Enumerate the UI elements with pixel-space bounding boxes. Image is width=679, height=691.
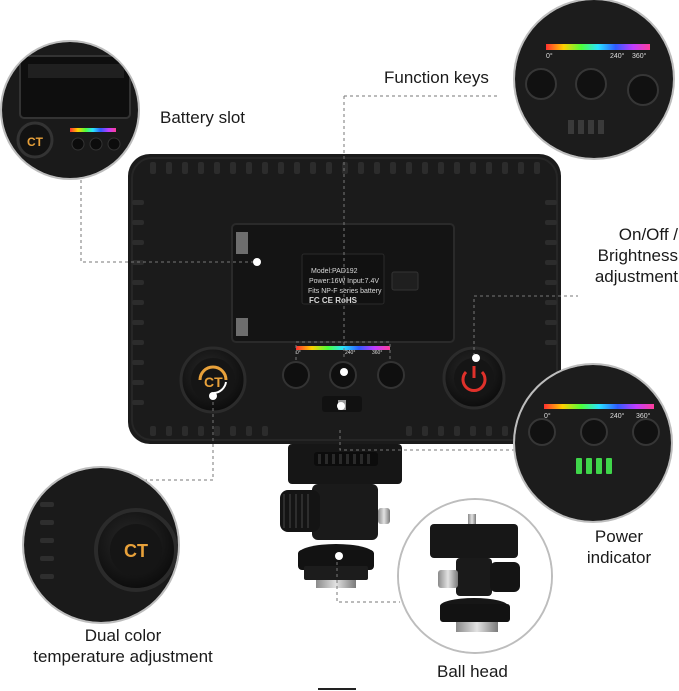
inset-battery-slot: CT [0,40,140,180]
label-battery-slot: Battery slot [160,108,246,127]
label-dual-line2: temperature adjustment [33,647,213,666]
svg-text:360°: 360° [632,52,647,60]
label-on-off: On/Off / Brightness adjustment [578,224,678,287]
label-function-keys: Function keys [384,68,489,87]
svg-text:0°: 0° [544,412,551,420]
inset-function-keys: 0° 240° 360° [513,0,675,160]
model-text: Model:PAD192 [311,268,358,275]
label-power-indicator: Power indicator [574,526,664,568]
inset-ball-head [397,498,553,654]
label-dual-color: Dual color temperature adjustment [12,625,234,667]
svg-text:0°: 0° [546,52,553,60]
label-on-off-line1: On/Off / [618,225,678,244]
scale-360: 360° [372,350,382,356]
label-on-off-line3: adjustment [594,267,678,286]
svg-text:360°: 360° [636,412,651,420]
inset-power-indicator: 0° 240° 360° [513,363,673,523]
label-on-off-line2: Brightness [597,246,678,265]
ct-knob-text: CT [204,374,223,390]
guide-lines [80,95,578,603]
label-dual-line1: Dual color [84,626,162,645]
scale-240: 240° [345,350,355,356]
cert-marks: FC CE RoHS [309,296,358,305]
scale-start: 0° [296,350,301,356]
svg-text:240°: 240° [610,412,625,420]
svg-text:240°: 240° [610,52,625,60]
battery-spec-text: Fits NP-F series battery [308,288,382,295]
label-power-line2: indicator [586,548,652,567]
function-buttons [282,361,405,389]
label-power-line1: Power [594,527,644,546]
label-ball-head: Ball head [437,662,508,681]
ball-head-main [280,484,390,588]
guide-dots [209,258,480,560]
color-scale-bar [296,346,390,350]
inset-dual-color: CT [22,466,180,624]
svg-text:CT: CT [124,541,148,561]
power-spec-text: Power:16W Input:7.4V [309,278,379,285]
ct-knob [179,346,247,414]
svg-text:CT: CT [27,135,44,149]
